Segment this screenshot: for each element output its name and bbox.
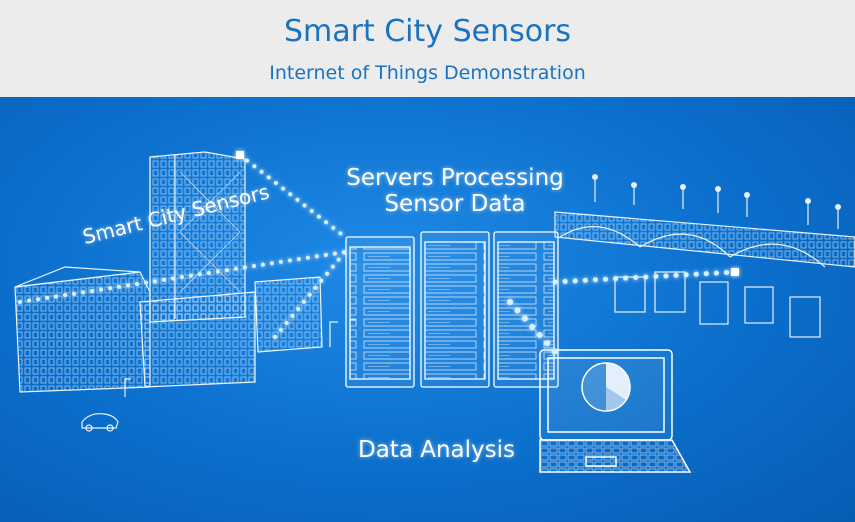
label-servers-processing: Servers Processing Sensor Data — [330, 165, 580, 217]
sensor-nodes — [236, 151, 739, 276]
label-data-analysis: Data Analysis — [358, 437, 515, 463]
sensor-node-icon — [236, 151, 244, 159]
iot-diagram: Smart City Sensors Servers Processing Se… — [0, 97, 855, 522]
label-servers-line1: Servers Processing — [346, 165, 564, 191]
diagram-artwork — [14, 151, 855, 473]
header-banner: Smart City Sensors Internet of Things De… — [0, 0, 855, 97]
server-racks — [345, 231, 559, 388]
bridge — [554, 174, 855, 338]
sensor-node-icon — [731, 268, 739, 276]
pie-chart-icon — [581, 362, 631, 412]
data-flow-lines — [18, 153, 738, 355]
label-servers-line2: Sensor Data — [384, 191, 526, 217]
city-buildings — [14, 151, 356, 432]
page-title: Smart City Sensors — [283, 14, 572, 49]
page-subtitle: Internet of Things Demonstration — [269, 62, 586, 84]
